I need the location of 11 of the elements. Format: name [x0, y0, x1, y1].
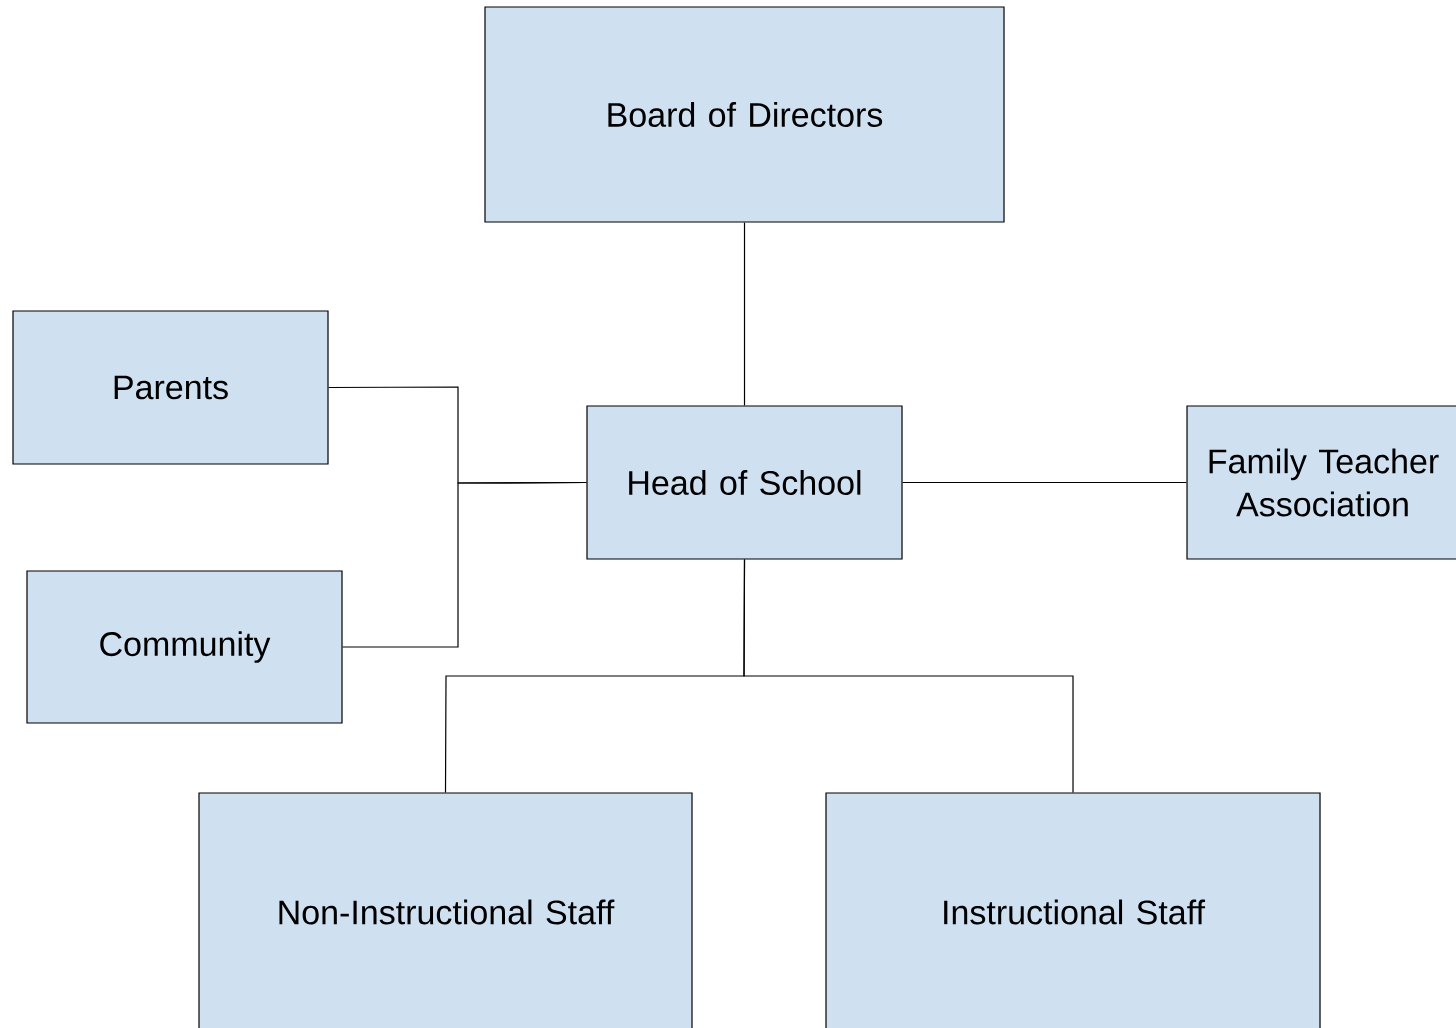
org-box: Head of School — [586, 405, 903, 560]
connector-line — [743, 222, 746, 406]
org-box: Instructional Staff — [825, 792, 1321, 1028]
org-box: Parents — [12, 310, 329, 465]
connector-line — [902, 481, 1187, 484]
connector-line — [743, 559, 1074, 793]
org-box: Community — [26, 570, 343, 724]
connector-line — [342, 481, 587, 648]
org-box: Non-Instructional Staff — [198, 792, 693, 1028]
org-box: Family Teacher Association — [1186, 405, 1456, 560]
org-box: Board of Directors — [484, 6, 1005, 223]
